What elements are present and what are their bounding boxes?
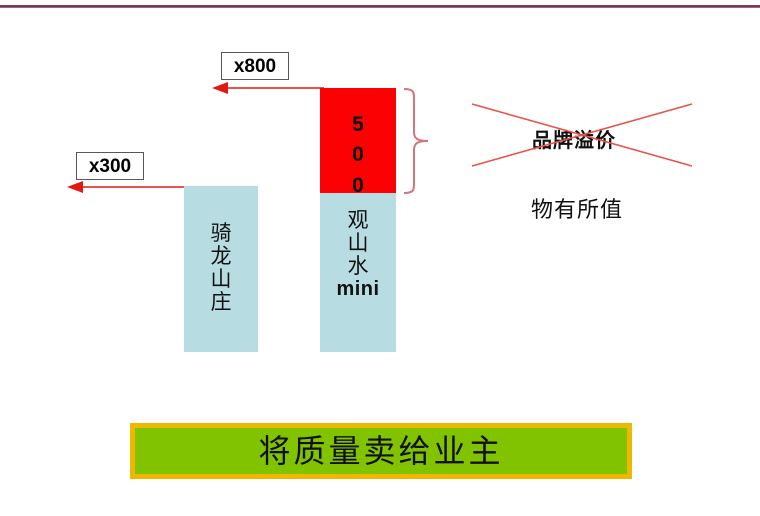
top-decorative-rule (0, 5, 760, 8)
premium-value-label: 5 0 0 (320, 110, 396, 201)
brace-icon (403, 88, 429, 194)
premium-digit-2: 0 (352, 173, 364, 197)
bar-left-char-1: 龙 (210, 244, 232, 269)
bar-left-char-2: 山 (210, 267, 232, 292)
bar-right-label: 观 山 水 mini (320, 208, 396, 301)
bar-right-char-1: 山 (347, 231, 369, 256)
bar-right-latin-suffix: mini (336, 278, 380, 301)
bottom-banner: 将质量卖给业主 (130, 423, 632, 479)
bar-left-char-3: 庄 (210, 290, 232, 315)
callout-label-x800: x800 (221, 52, 289, 80)
annotation-brand-premium: 品牌溢价 (532, 130, 616, 152)
annotation-worth-the-value: 物有所值 (531, 197, 624, 222)
banner-text: 将质量卖给业主 (258, 433, 504, 469)
bar-right-char-0: 观 (347, 208, 369, 232)
bar-right-premium-segment: 5 0 0 (320, 88, 396, 197)
bar-right-char-2: 水 (347, 254, 369, 279)
arrow-x800 (212, 82, 324, 94)
callout-label-x300: x300 (76, 152, 144, 180)
premium-digit-1: 0 (352, 143, 364, 167)
arrow-x300 (67, 181, 187, 193)
cross-out-icon (471, 103, 693, 167)
bar-left-label: 骑 龙 山 庄 (184, 221, 258, 315)
bar-left-qilongshanzhuang: 骑 龙 山 庄 (184, 186, 258, 352)
premium-digit-0: 5 (352, 113, 364, 136)
bar-left-char-0: 骑 (210, 221, 232, 245)
bar-right-guanshanshui-mini: 观 山 水 mini (320, 193, 396, 352)
